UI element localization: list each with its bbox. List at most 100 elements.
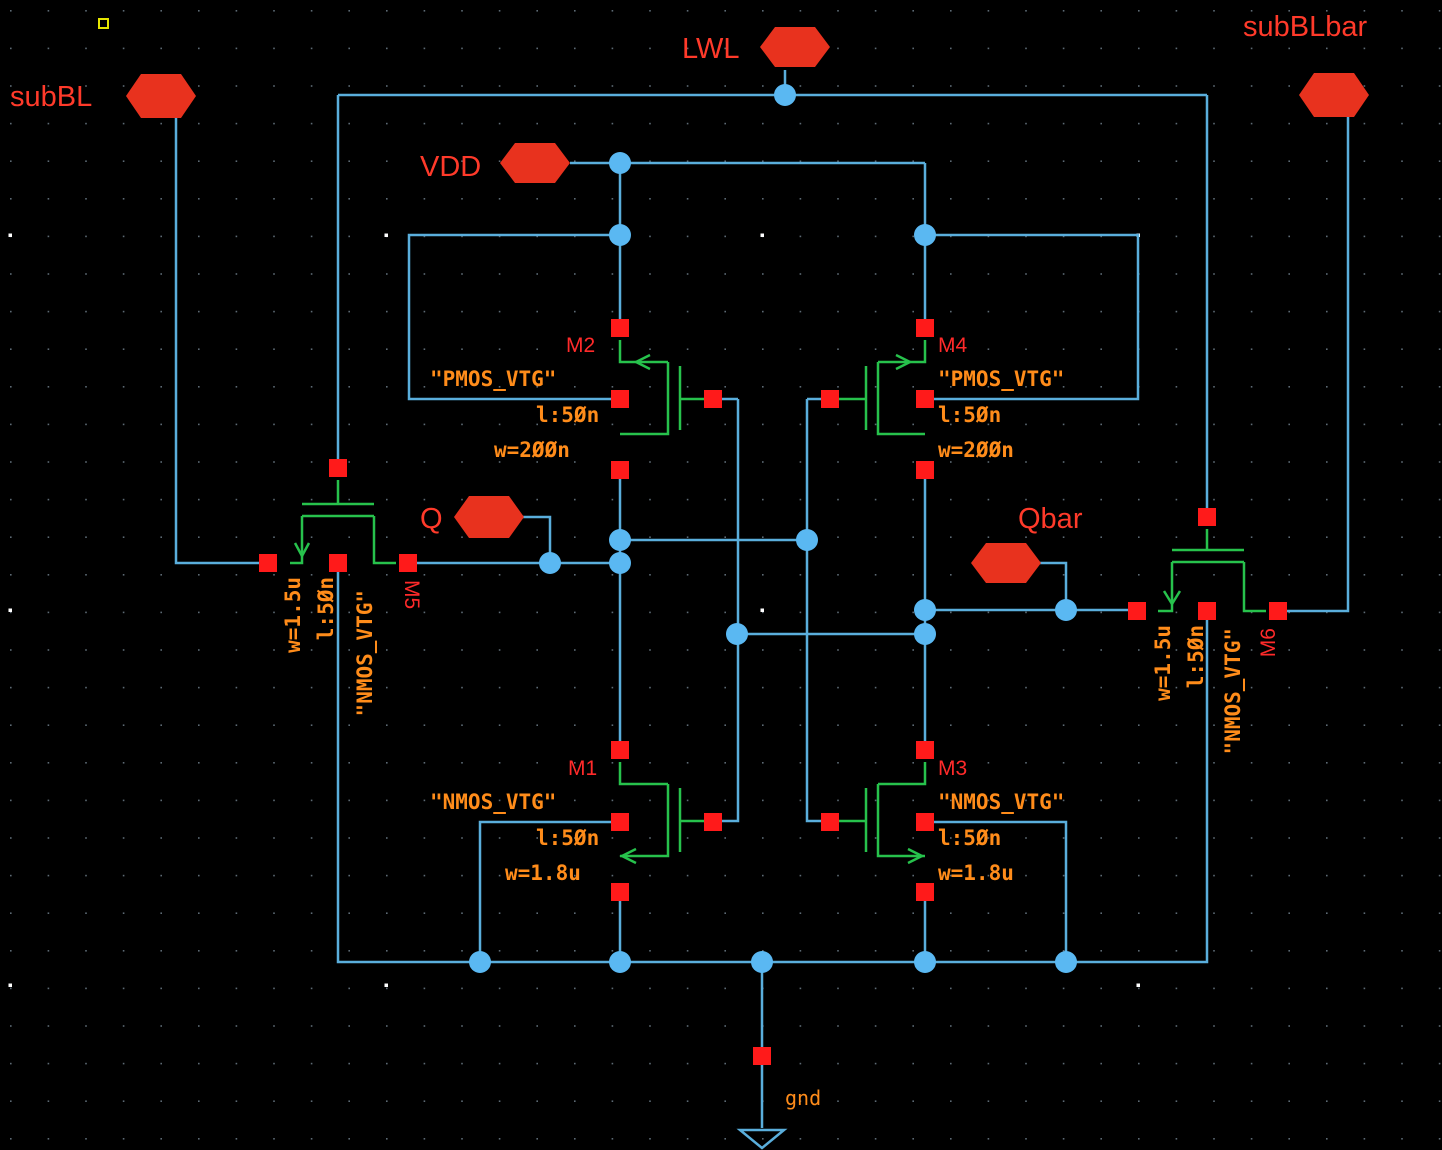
port-label-qbar: Qbar — [1018, 503, 1083, 535]
wire-junction[interactable] — [914, 623, 936, 645]
wire-m4-bulk[interactable] — [925, 233, 1140, 401]
port-label-subblbar: subBLbar — [1243, 11, 1367, 43]
device-pin[interactable] — [1128, 602, 1146, 620]
wire-q[interactable] — [408, 470, 830, 823]
device-pin[interactable] — [916, 883, 934, 901]
device-pins — [259, 319, 1287, 1065]
wire-gnd[interactable] — [336, 630, 1209, 1128]
wire-junction[interactable] — [914, 224, 936, 246]
m5-length: l:5Øn — [314, 577, 338, 640]
device-pin[interactable] — [399, 554, 417, 572]
device-pin[interactable] — [1198, 602, 1216, 620]
m5-model: "NMOS_VTG" — [353, 590, 377, 716]
device-pin[interactable] — [916, 741, 934, 759]
wire-junction[interactable] — [726, 623, 748, 645]
device-pin[interactable] — [1198, 508, 1216, 526]
device-pin[interactable] — [259, 554, 277, 572]
wire-m2-bulk[interactable] — [407, 233, 620, 401]
m3-model: "NMOS_VTG" — [938, 790, 1064, 814]
port-label-lwl: LWL — [682, 33, 739, 65]
port-subblbar[interactable] — [1299, 73, 1369, 117]
port-qbar[interactable] — [971, 543, 1041, 583]
wire-junction[interactable] — [774, 84, 796, 106]
m6-symbol[interactable] — [1158, 529, 1266, 613]
m1-model: "NMOS_VTG" — [430, 790, 556, 814]
port-q[interactable] — [454, 496, 524, 538]
port-lwl[interactable] — [760, 27, 830, 67]
m6-length: l:5Øn — [1184, 625, 1208, 688]
m1-width: w=1.8u — [505, 861, 581, 885]
device-pin[interactable] — [916, 319, 934, 337]
wire-junction[interactable] — [751, 951, 773, 973]
wire-junction[interactable] — [796, 529, 818, 551]
grid — [8, 10, 1441, 1140]
m2-symbol[interactable] — [618, 340, 713, 436]
port-subbl[interactable] — [126, 74, 196, 118]
device-pin[interactable] — [704, 390, 722, 408]
wire-junction[interactable] — [914, 951, 936, 973]
device-pin[interactable] — [611, 319, 629, 337]
wire-junction[interactable] — [609, 529, 631, 551]
ground-label: gnd — [785, 1086, 821, 1110]
m5-width: w=1.5u — [281, 577, 305, 653]
device-pin[interactable] — [611, 741, 629, 759]
m6-model: "NMOS_VTG" — [1221, 628, 1245, 754]
m4-width: w=2ØØn — [938, 438, 1014, 462]
wire-junction[interactable] — [609, 152, 631, 174]
wire-junction[interactable] — [914, 599, 936, 621]
port-label-q: Q — [420, 503, 443, 535]
wire-junction[interactable] — [469, 951, 491, 973]
wire-junction[interactable] — [609, 224, 631, 246]
m2-model: "PMOS_VTG" — [430, 367, 556, 391]
m1-name: M1 — [568, 757, 597, 780]
wire-lwl[interactable] — [336, 70, 1209, 517]
m3-symbol[interactable] — [830, 762, 927, 865]
wire-junction[interactable] — [1055, 599, 1077, 621]
port-labels: subBL LWL subBLbar VDD Q Qbar gnd — [10, 11, 1367, 1110]
wire-subbl[interactable] — [174, 96, 268, 565]
m4-length: l:5Øn — [938, 403, 1001, 427]
m4-model: "PMOS_VTG" — [938, 367, 1064, 391]
m4-symbol[interactable] — [830, 340, 927, 436]
device-pin[interactable] — [1269, 602, 1287, 620]
wire-subblbar[interactable] — [1278, 96, 1350, 613]
device-pin[interactable] — [821, 813, 839, 831]
ground-symbol[interactable] — [736, 1128, 788, 1150]
m5-name: M5 — [400, 580, 423, 609]
port-label-subbl: subBL — [10, 81, 92, 113]
m6-name: M6 — [1257, 628, 1280, 657]
port-label-vdd: VDD — [420, 151, 481, 183]
origin-marker — [98, 18, 109, 29]
wire-junction[interactable] — [609, 951, 631, 973]
m1-symbol[interactable] — [618, 762, 713, 865]
m3-length: l:5Øn — [938, 826, 1001, 850]
m2-name: M2 — [566, 334, 595, 357]
device-pin[interactable] — [611, 461, 629, 479]
device-pin[interactable] — [611, 813, 629, 831]
device-pin[interactable] — [329, 554, 347, 572]
device-pin[interactable] — [611, 883, 629, 901]
device-pin[interactable] — [611, 390, 629, 408]
device-pin[interactable] — [916, 390, 934, 408]
device-pin[interactable] — [753, 1047, 771, 1065]
m3-width: w=1.8u — [938, 861, 1014, 885]
device-pin[interactable] — [821, 390, 839, 408]
device-pin[interactable] — [329, 459, 347, 477]
device-labels: M2 "PMOS_VTG" l:5Øn w=2ØØn M4 "PMOS_VTG"… — [281, 334, 1280, 885]
port-vdd[interactable] — [500, 143, 570, 183]
m4-name: M4 — [938, 334, 967, 357]
wire-m4-gate[interactable] — [805, 397, 830, 540]
device-pin[interactable] — [704, 813, 722, 831]
m2-length: l:5Øn — [536, 403, 599, 427]
wire-junction[interactable] — [609, 552, 631, 574]
device-pin[interactable] — [916, 813, 934, 831]
ports — [126, 27, 1369, 583]
wire-junction[interactable] — [1055, 951, 1077, 973]
m3-name: M3 — [938, 757, 967, 780]
device-pin[interactable] — [916, 461, 934, 479]
m5-symbol[interactable] — [290, 480, 396, 565]
wire-junction[interactable] — [539, 552, 561, 574]
connection-nodes — [469, 84, 1077, 973]
m6-width: w=1.5u — [1151, 625, 1175, 701]
